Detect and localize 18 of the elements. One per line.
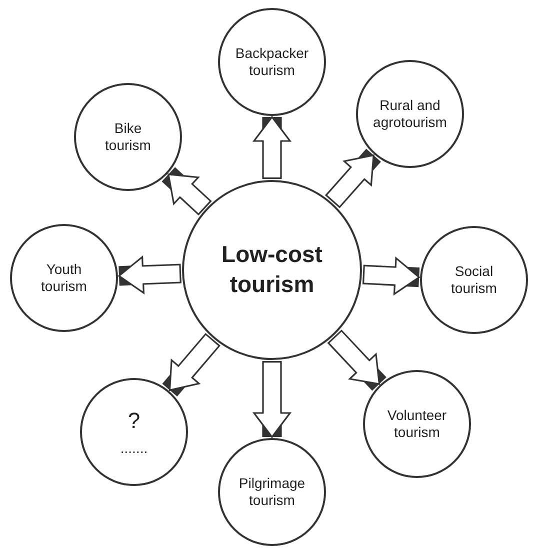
block-arrow: [253, 116, 291, 179]
topic-label: ?: [128, 406, 140, 434]
topic-label: Backpacker tourism: [234, 44, 310, 80]
block-arrow: [253, 361, 291, 438]
topic-label: Bike tourism: [104, 120, 152, 154]
block-arrow: [327, 330, 386, 391]
block-arrow: [324, 148, 381, 208]
topic-label: Pilgrimage tourism: [238, 474, 306, 510]
block-arrow: [118, 256, 182, 294]
title-text: Low-cost tourism: [220, 240, 324, 299]
ellipsis-text: .......: [120, 440, 148, 458]
block-arrow: [162, 167, 212, 216]
topic-label: Volunteer tourism: [386, 406, 448, 442]
topic-label: Youth tourism: [40, 260, 88, 296]
block-arrow: [162, 332, 220, 396]
topic-label: Social tourism: [450, 262, 498, 298]
topic-label: Rural and agrotourism: [372, 96, 448, 132]
block-arrow: [362, 257, 420, 295]
